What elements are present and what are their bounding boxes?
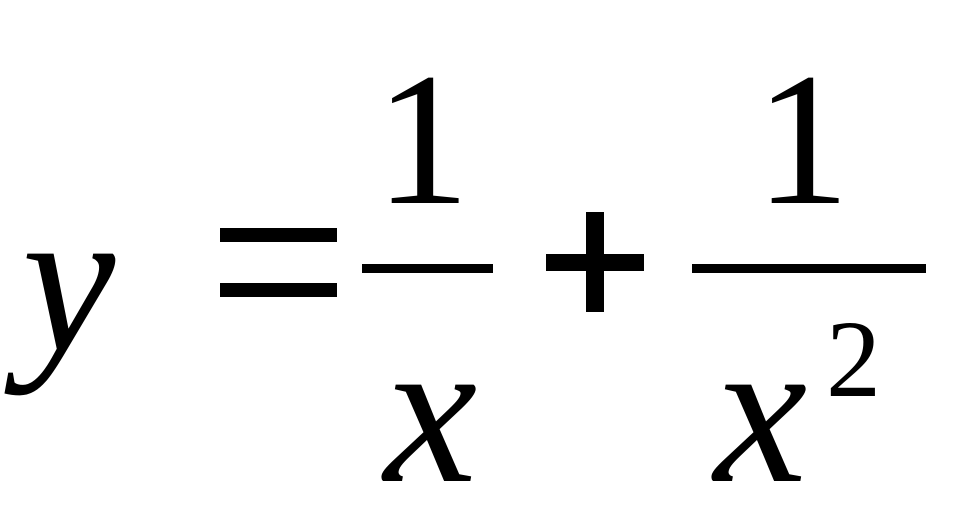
fraction-2-exponent: 2: [826, 298, 881, 420]
fraction-1-numerator: 1: [375, 35, 470, 245]
fraction-1-bar: [362, 264, 493, 273]
fraction-1-denominator: x: [384, 295, 478, 522]
fraction-2-numerator: 1: [755, 35, 850, 245]
equals-top-bar: [220, 228, 337, 242]
fraction-2-bar: [692, 264, 926, 273]
fraction-2-denominator: x: [714, 295, 808, 522]
plus-vertical-bar: [586, 212, 604, 312]
equals-bottom-bar: [220, 283, 337, 297]
lhs-variable-y: y: [22, 164, 116, 396]
